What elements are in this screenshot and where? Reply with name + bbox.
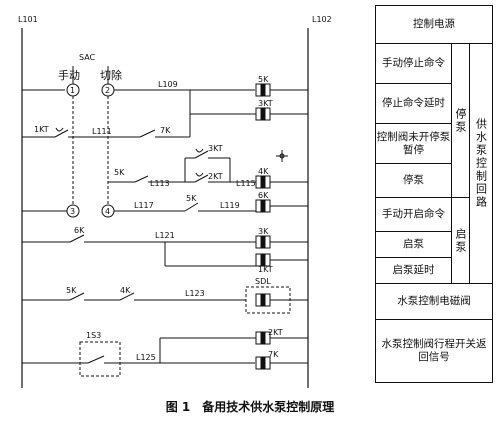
svg-text:L115: L115: [236, 179, 256, 188]
legend-row: 水泵控制电磁阀: [376, 284, 492, 320]
legend-row: 控制阀未开停泵暂停: [376, 124, 452, 164]
svg-text:1: 1: [70, 86, 75, 95]
figure-caption: 图 1 备用技术供水泵控制原理: [165, 400, 335, 414]
svg-text:4: 4: [105, 207, 110, 216]
svg-text:L123: L123: [185, 289, 205, 298]
coil-7k-label: 7K: [268, 350, 279, 359]
legend-group-stop: 停泵: [452, 44, 470, 198]
svg-text:L111: L111: [92, 127, 112, 136]
coil-sdl-label: SDL: [255, 277, 271, 286]
svg-text:L121: L121: [155, 231, 175, 240]
contact-1kt-label: 1KT: [34, 125, 49, 134]
contact-1kt: [54, 129, 69, 138]
legend-row: 停止命令延时: [376, 84, 452, 124]
contact-6k-a-label: 6K: [74, 226, 85, 235]
legend-row: 停泵: [376, 164, 452, 198]
svg-text:L117: L117: [134, 201, 154, 210]
coil-5k-label: 5K: [258, 75, 269, 84]
svg-text:2: 2: [105, 86, 110, 95]
svg-text:L125: L125: [136, 353, 156, 362]
coil-1kt-label: 1KT: [258, 265, 273, 274]
svg-text:L109: L109: [158, 80, 178, 89]
contact-3kt: [194, 150, 209, 159]
contact-5k-a-label: 5K: [114, 168, 125, 177]
coil-2kt-label: 2KT: [268, 328, 283, 337]
contact-7k-label: 7K: [160, 126, 171, 135]
contact-5k-b: [184, 202, 199, 212]
legend-group-start: 启泵: [452, 198, 470, 284]
legend-row: 启泵: [376, 232, 452, 258]
contact-2kt-label: 2KT: [208, 172, 223, 181]
function-legend-table: 控制电源 手动停止命令 停止命令延时 控制阀未开停泵暂停 停泵 手动开启命令 启…: [375, 5, 493, 383]
legend-row: 手动开启命令: [376, 198, 452, 232]
switch-1s3: [87, 355, 105, 364]
contact-5k-a: [134, 175, 149, 183]
legend-header: 控制电源: [376, 6, 492, 44]
switch-name: SAC: [79, 53, 96, 62]
contact-3kt-label: 3KT: [208, 144, 223, 153]
coil-4k-label: 4K: [258, 167, 269, 176]
contact-4k-label: 4K: [120, 286, 131, 295]
left-bus-label: L101: [18, 15, 38, 24]
contact-5k-b-label: 5K: [186, 194, 197, 203]
right-bus-label: L102: [312, 15, 332, 24]
contact-5k-c-label: 5K: [66, 286, 77, 295]
switch-position-off: 切除: [100, 68, 122, 82]
switch-position-manual: 手动: [58, 68, 80, 82]
coil-3kt-label: 3KT: [258, 99, 273, 108]
contact-5k-c: [69, 292, 85, 301]
contact-6k-a: [69, 234, 85, 243]
legend-group-circuit: 供水泵控制回路: [470, 44, 492, 284]
legend-row: 手动停止命令: [376, 44, 452, 84]
contact-7k: [139, 129, 156, 138]
svg-text:3: 3: [70, 207, 75, 216]
coil-3k-label: 3K: [258, 227, 269, 236]
contact-2kt: [194, 174, 209, 183]
legend-row: 启泵延时: [376, 258, 452, 284]
coil-6k-label: 6K: [258, 191, 269, 200]
switch-1s3-label: 1S3: [86, 331, 101, 340]
contact-4k: [119, 292, 135, 301]
svg-text:L119: L119: [220, 201, 240, 210]
legend-row: 水泵控制阀行程开关返回信号: [381, 338, 487, 363]
svg-text:L113: L113: [150, 179, 170, 188]
